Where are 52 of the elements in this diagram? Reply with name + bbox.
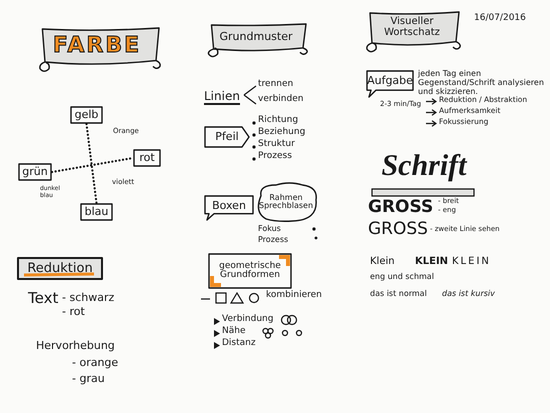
list-item: - schwarz <box>62 292 114 304</box>
bubble-label: Aufgabe <box>367 75 413 87</box>
sample-text: GROSS <box>368 220 428 239</box>
section-heading: geometrische Grundformen <box>218 262 282 280</box>
list-heading: Text <box>28 290 58 306</box>
list-item: - rot <box>62 306 85 318</box>
arrow-shape <box>204 126 250 148</box>
list-item: Struktur <box>258 140 295 150</box>
list-item: Verbindung <box>222 315 274 325</box>
sample-text: KLEIN <box>452 256 491 267</box>
list-item: Prozess <box>258 152 292 162</box>
color-box <box>80 203 113 221</box>
list-item: trennen <box>258 80 294 90</box>
list-item: Nähe <box>222 327 246 337</box>
color-box <box>70 106 103 124</box>
color-box <box>133 149 161 167</box>
heading-box <box>16 256 104 281</box>
list-item: Fokus <box>258 225 281 234</box>
bubble-label: Boxen <box>212 200 246 212</box>
term: Linien <box>204 90 240 106</box>
list-item: - grau <box>72 373 105 386</box>
banner-title: Grundmuster <box>218 30 294 42</box>
sample-text: Klein <box>370 256 395 267</box>
color-box <box>18 163 52 181</box>
date-text: 16/07/2016 <box>474 14 526 24</box>
list-item: Beziehung <box>258 128 306 138</box>
color-label: rot <box>139 152 155 164</box>
note-text: kombinieren <box>266 291 322 301</box>
cloud-text: Rahmen Sprechblasen <box>258 194 314 210</box>
banner-title: FARBE <box>52 34 142 57</box>
color-label: blau <box>84 206 108 218</box>
list-item: Distanz <box>222 339 256 349</box>
sample-text: das ist normal <box>370 290 427 299</box>
color-label: gelb <box>74 109 98 121</box>
list-item: verbinden <box>258 95 304 105</box>
speech-bubble <box>204 195 254 221</box>
sample-text: KLEIN <box>415 256 448 267</box>
section-heading: Schrift <box>381 150 467 182</box>
list-heading: Hervorhebung <box>36 340 115 352</box>
sample-text: das ist kursiv <box>442 290 495 299</box>
heading-box <box>207 252 293 290</box>
dotted-line <box>85 122 98 204</box>
banner-title: Visueller Wortschatz <box>383 17 441 38</box>
color-label: grün <box>22 166 48 178</box>
box-label: Pfeil <box>215 131 239 143</box>
list-item: - orange <box>72 357 118 370</box>
task-text: jeden Tag einen Gegenstand/Schrift analysieren und skizzieren. <box>418 70 545 96</box>
sample-text: eng und schmal <box>370 273 434 282</box>
list-item: Prozess <box>258 236 288 245</box>
sample-text: GROSS <box>368 198 434 217</box>
list-item: Richtung <box>258 116 298 126</box>
section-heading: Reduktion <box>27 262 93 276</box>
